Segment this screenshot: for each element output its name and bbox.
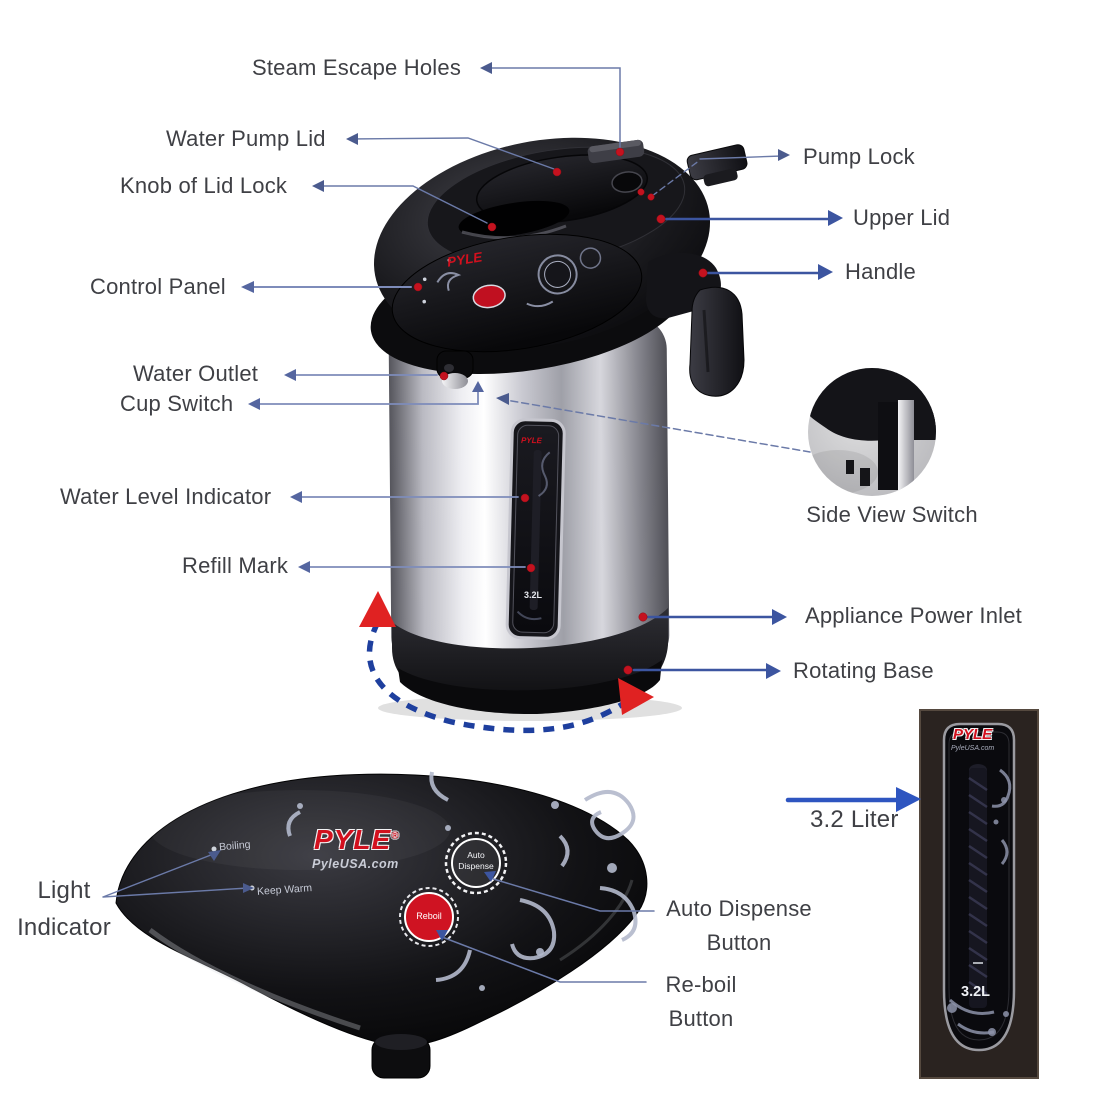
window-brand-logo: PYLE [520,435,542,446]
rotation-arc [359,591,654,734]
label-reboil-line2: Button [668,1006,734,1031]
leader-auto-dispense [484,871,655,912]
label-side-view-switch: Side View Switch [806,502,978,527]
main-unit [370,137,748,721]
leader-appliance-power-inlet [646,609,787,625]
leader-refill-mark [298,561,526,573]
label-refill-mark: Refill Mark [182,553,289,578]
inset-website-text: PyleUSA.com [951,745,995,752]
registered-mark: ® [391,830,400,842]
label-auto-dispense-line2: Button [706,930,772,955]
label-cup-switch: Cup Switch [120,391,234,416]
red-markers [413,147,708,675]
swirl-dots [297,801,617,991]
swirl-decor [286,771,638,982]
leader-cup-switch [248,381,484,410]
label-reboil-line1: Re-boil [665,972,737,997]
label-upper-lid: Upper Lid [853,205,951,230]
label-auto-dispense-button: Auto Dispense Button [650,892,828,960]
reboil-button-text: Reboil [416,911,442,921]
label-appliance-power-inlet: Appliance Power Inlet [805,603,1022,628]
leader-side-view-switch [496,393,811,453]
label-control-panel: Control Panel [90,274,226,299]
leader-water-outlet [284,369,438,381]
lid-handle-slot [458,200,570,238]
capacity-inset [919,709,1039,1079]
tube-ribs [968,776,988,996]
label-light-indicator-line1: Light [37,877,91,904]
leader-water-pump-lid [346,133,555,170]
leader-light-indicator [102,850,254,898]
label-water-outlet: Water Outlet [133,361,259,386]
leader-capacity [785,787,921,812]
label-steam-escape-holes: Steam Escape Holes [252,55,462,80]
lid-brand-logo: PYLE® [314,824,400,855]
leader-water-level-indicator [290,491,519,503]
label-pump-lock: Pump Lock [803,144,915,169]
lid-top-view [115,771,648,1079]
label-rotating-base: Rotating Base [793,658,934,683]
leader-upper-lid [664,210,843,226]
control-panel-part [391,233,643,353]
level-tube [969,768,987,1008]
leader-reboil [436,930,647,983]
label-capacity: 3.2 Liter [810,806,899,833]
label-light-indicator-line2: Indicator [17,914,111,941]
rotation-arrow-right [618,678,654,715]
side-view-switch-inset [808,368,936,496]
inset-swirls [948,768,1012,1035]
label-handle: Handle [845,259,916,284]
leader-pump-lock [651,149,790,197]
auto-dispense-button-text: Auto Dispense [458,850,494,871]
label-auto-dispense-line1: Auto Dispense [666,896,812,921]
control-panel-graphics [422,247,602,309]
base-bottom-band [398,660,662,714]
leader-knob-of-lid-lock [312,180,488,224]
lid-knob [611,171,643,193]
inset-capacity-text: 3.2L [961,984,991,1000]
label-light-indicator: Light Indicator [6,872,122,946]
lid-website-text: PyleUSA.com [312,857,399,871]
leader-control-panel [241,281,412,293]
label-water-pump-lid: Water Pump Lid [166,126,326,151]
water-level-window [505,418,566,640]
water-outlet-part [436,350,474,389]
window-capacity-text: 3.2L [524,590,543,600]
leader-handle [706,264,833,280]
boiling-led [211,846,217,852]
rotation-arrow-up [359,591,396,627]
leader-lines [102,62,921,983]
label-reboil-button: Re-boil Button [642,968,760,1036]
label-knob-of-lid-lock: Knob of Lid Lock [120,173,288,198]
leader-steam-escape-holes [480,62,621,150]
leader-rotating-base [632,663,781,679]
reboil-button-part [399,887,459,947]
label-water-level-indicator: Water Level Indicator [60,484,272,509]
inset-swirl-dots [947,797,1009,1036]
inset-brand-logo: PYLE [953,726,993,743]
